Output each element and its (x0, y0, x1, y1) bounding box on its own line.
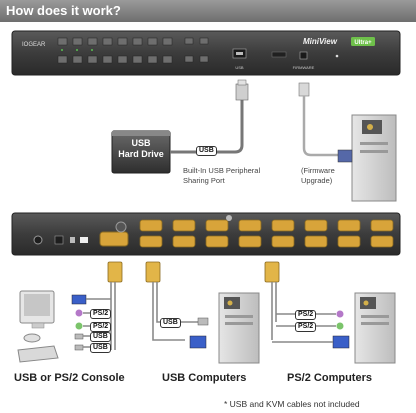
title-bar: How does it work? (0, 0, 416, 22)
brand-logo: IOGEAR (22, 42, 46, 48)
peripheral-label-line2: Sharing Port (183, 175, 225, 185)
firmware-label-line2: Upgrade) (301, 175, 333, 185)
usb-computers-section-label: USB Computers (162, 372, 247, 384)
usb-plug (235, 79, 249, 101)
ps2-computer-tag-1: PS/2 (295, 310, 317, 320)
console-ps2-tag-1: PS/2 (90, 309, 112, 319)
product-logo: MiniView (303, 37, 338, 46)
firmware-plug (298, 82, 310, 97)
kvm-cable-heads (107, 261, 280, 283)
hard-drive-label-line1: USB (131, 138, 151, 148)
console-usb-tag-2: USB (90, 343, 111, 353)
hard-drive-label: USB Hard Drive (112, 138, 170, 160)
usb-port-label: USB (235, 65, 244, 70)
console-keyboard (17, 345, 59, 363)
ps2-computer-tag-2: PS/2 (295, 322, 317, 332)
hard-drive-label-line2: Hard Drive (118, 149, 164, 159)
console-mouse (23, 333, 41, 343)
kvm-back-panel (11, 212, 401, 256)
firmware-upgrade-label: (Firmware Upgrade) (301, 166, 335, 185)
footnote: * USB and KVM cables not included (224, 399, 360, 409)
console-usb-tag-1: USB (90, 332, 111, 342)
usb-cable (170, 98, 244, 154)
product-variant-badge: Ultra+ (354, 40, 372, 46)
usb-computer (189, 292, 260, 364)
firmware-computer (337, 114, 397, 202)
usb-cable-tag: USB (196, 146, 217, 156)
firmware-label-line1: (Firmware (301, 166, 335, 175)
firmware-cable (302, 96, 338, 157)
console-monitor (19, 290, 55, 329)
console-ps2-tag-2: PS/2 (90, 322, 112, 332)
usb-computer-tag: USB (160, 318, 181, 328)
peripheral-sharing-label: Built-In USB Peripheral Sharing Port (183, 166, 260, 185)
kvm-front-panel: IOGEAR USB FIRMWARE MiniView Ultra+ (11, 30, 401, 76)
firmware-port-label: FIRMWARE (293, 65, 315, 70)
peripheral-label-line1: Built-In USB Peripheral (183, 166, 261, 175)
console-section-label: USB or PS/2 Console (14, 372, 125, 384)
ps2-computer (272, 292, 396, 364)
ps2-computers-section-label: PS/2 Computers (287, 372, 372, 384)
page-title: How does it work? (6, 3, 121, 18)
